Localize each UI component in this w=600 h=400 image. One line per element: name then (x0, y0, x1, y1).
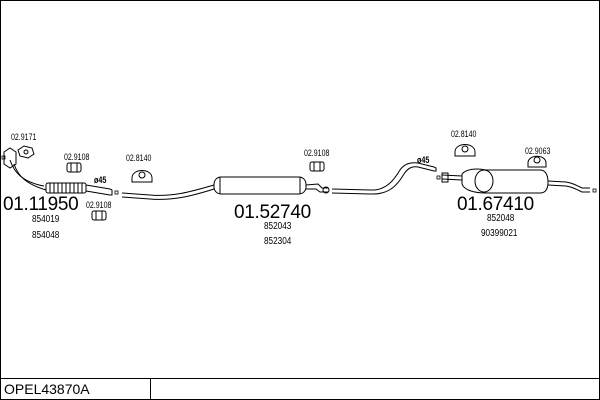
fitting-label: 02.9108 (86, 200, 112, 210)
middle-silencer-assembly (121, 176, 330, 200)
front-pipe-assembly (3, 147, 113, 196)
oem-reference: 852048 (487, 213, 515, 224)
exhaust-hanger-icon (131, 170, 153, 183)
pipe-diameter-label: ø45 (417, 155, 430, 165)
exhaust-hanger-icon (454, 144, 476, 157)
pipe-diameter-label: ø45 (94, 175, 107, 185)
fitting-label: 02.8140 (126, 153, 152, 163)
rubber-mount-icon (91, 210, 107, 221)
oem-reference: 854019 (32, 214, 60, 225)
exhaust-hanger-icon (527, 155, 547, 168)
oem-reference: 854048 (32, 230, 60, 241)
joint-marker (1, 155, 6, 160)
rear-silencer-box (461, 168, 549, 194)
assembly-part-number: 01.52740 (234, 202, 311, 223)
joint-marker (592, 188, 597, 193)
oem-reference: 852304 (264, 236, 292, 247)
rear-silencer-assembly (441, 168, 590, 194)
middle-silencer-box (213, 176, 307, 195)
oem-reference: 90399021 (481, 228, 518, 239)
fitting-label: 02.9108 (64, 152, 90, 162)
fitting-label: 02.9063 (525, 146, 551, 156)
fitting-label: 02.9108 (304, 148, 330, 158)
oem-reference: 852043 (264, 221, 292, 232)
kit-code: OPEL43870A (4, 381, 90, 397)
intermediate-pipe (331, 162, 437, 195)
rubber-mount-icon (66, 162, 82, 173)
assembly-part-number: 01.67410 (457, 194, 534, 215)
assembly-part-number: 01.11950 (3, 194, 79, 215)
joint-marker (436, 175, 441, 180)
rubber-mount-icon (309, 161, 325, 172)
fitting-label: 02.8140 (451, 129, 477, 139)
fitting-label: 02.9171 (11, 132, 37, 142)
front-pipe-flange (3, 147, 17, 169)
gasket-icon (17, 145, 35, 159)
joint-marker (114, 190, 119, 195)
